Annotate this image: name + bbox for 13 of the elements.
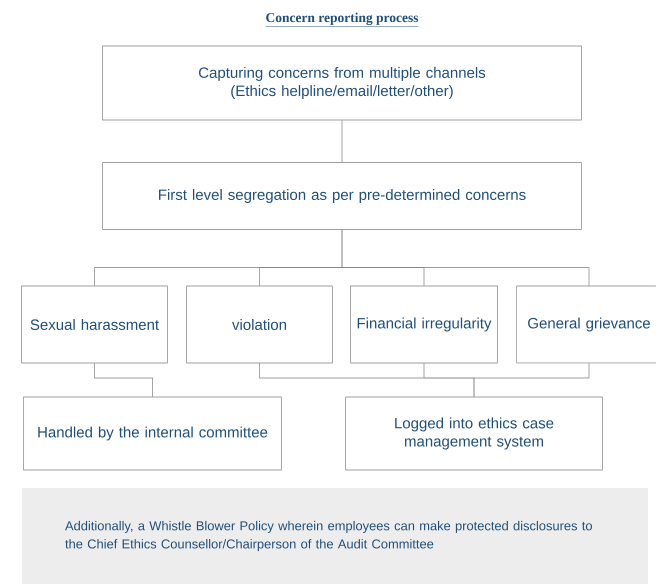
title: Concern reporting process bbox=[265, 12, 419, 27]
process-box: Capturing concerns from multiple channels (Ethics helpline/email/letter/other) bbox=[102, 46, 582, 120]
process-box: General grievance bbox=[516, 286, 656, 364]
process-box: Logged into ethics case management system bbox=[345, 396, 603, 470]
note-box: Additionally, a Whistle Blower Policy wherein employees can make protected disclosures to the Chief Ethics Counsellor/Chairperson of the Audit Committee bbox=[22, 488, 648, 584]
connector-line bbox=[474, 363, 590, 397]
connector-line bbox=[342, 230, 590, 286]
connector-line bbox=[94, 363, 153, 397]
process-box: First level segregation as per pre-determined concerns bbox=[102, 162, 582, 230]
process-box: Sexual harassment bbox=[21, 286, 168, 364]
process-box: Handled by the internal committee bbox=[23, 396, 282, 470]
process-box: violation bbox=[186, 286, 333, 364]
process-box: Financial irregularity bbox=[350, 286, 498, 364]
